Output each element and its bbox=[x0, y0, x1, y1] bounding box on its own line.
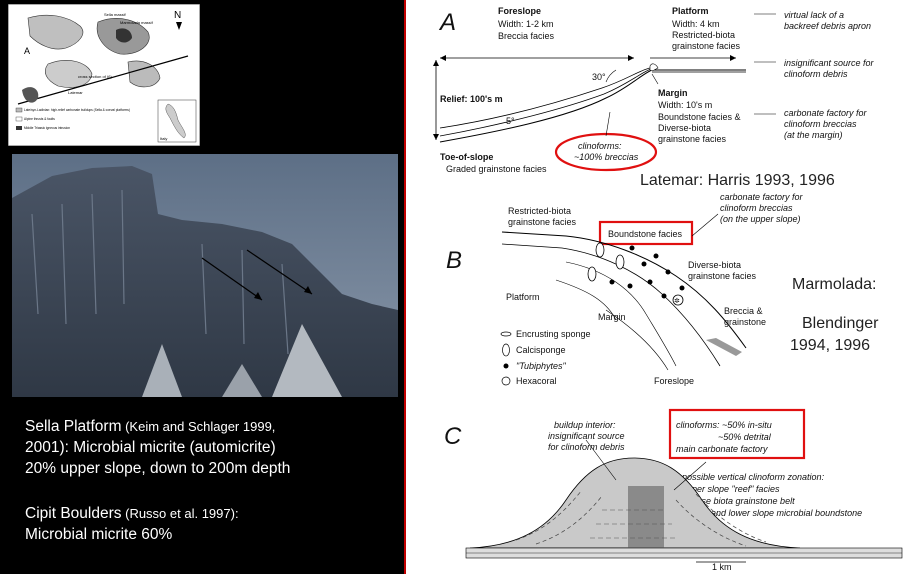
panel-a-margin-facies1: Boundstone facies & bbox=[658, 112, 741, 122]
panel-c-interior1: buildup interior: bbox=[554, 420, 616, 430]
panel-a-foreslope-width: Width: 1-2 km bbox=[498, 19, 554, 29]
location-map: A N Sella massif Marmolada massif Latema… bbox=[7, 3, 201, 147]
panel-c-zonation2: upper slope "reef" facies bbox=[682, 484, 780, 494]
clinoforms-highlight-box bbox=[668, 408, 806, 460]
map-panel-label: A bbox=[24, 46, 30, 56]
panel-b-breccia1: Breccia & bbox=[724, 306, 763, 316]
map-italy-label: Italy bbox=[160, 136, 167, 141]
panel-c-clinoforms1: clinoforms: ~50% in-situ bbox=[676, 420, 772, 430]
panel-a-reference: Latemar: Harris 1993, 1996 bbox=[640, 172, 835, 189]
panel-a-platform-width: Width: 4 km bbox=[672, 19, 720, 29]
map-legend-2: Alpine thrusts & faults bbox=[24, 117, 55, 121]
panel-b-legend-2: Calcisponge bbox=[516, 345, 566, 355]
panel-b-factory1: carbonate factory for bbox=[720, 192, 804, 202]
boundstone-highlight-box bbox=[598, 220, 694, 246]
panel-b-reference-1: Marmolada: bbox=[792, 276, 876, 293]
panel-c-zonation1: possible vertical clinoform zonation: bbox=[681, 472, 825, 482]
panel-c-letter: C bbox=[444, 423, 462, 450]
map-legend-3: Middle Triassic igneous intrusion bbox=[24, 126, 70, 130]
panel-a-foreslope: Foreslope bbox=[498, 6, 541, 16]
panel-a-note3b: clinoform breccias bbox=[784, 119, 857, 129]
panel-a-toe-facies: Graded grainstone facies bbox=[446, 164, 547, 174]
panel-b-factory3: (on the upper slope) bbox=[720, 214, 801, 224]
panel-c-scale: 1 km bbox=[712, 562, 732, 572]
panel-b-legend-1: Encrusting sponge bbox=[516, 329, 591, 339]
map-north-label: N bbox=[174, 10, 181, 21]
panel-a-note2a: insignificant source for bbox=[784, 58, 875, 68]
panel-c-interior2: insignificant source bbox=[548, 431, 625, 441]
caption-sella-line3: 20% upper slope, down to 200m depth bbox=[25, 460, 291, 477]
panel-c-zonation3: diverse biota grainstone belt bbox=[682, 496, 795, 506]
panel-b-boundstone: Boundstone facies bbox=[608, 229, 683, 239]
clinoform-highlight-ellipse bbox=[554, 132, 658, 172]
panel-a-margin-facies2: Diverse-biota bbox=[658, 123, 711, 133]
svg-text:✲: ✲ bbox=[674, 297, 680, 305]
panel-b-breccia2: grainstone bbox=[724, 317, 766, 327]
calcisponge-icon bbox=[502, 343, 510, 357]
panel-a-margin-facies3: grainstone facies bbox=[658, 134, 727, 144]
map-label-latemar: Latemar bbox=[68, 90, 83, 95]
panel-c-interior3: for clinoform debris bbox=[548, 442, 625, 452]
caption-cipit-title: Cipit Boulders bbox=[25, 505, 122, 522]
panel-b-margin: Margin bbox=[598, 312, 626, 322]
map-label-marmolada: Marmolada massif bbox=[120, 20, 154, 25]
hexacoral-icon bbox=[501, 376, 511, 386]
encrusting-sponge-icon bbox=[500, 331, 512, 337]
panel-a-relief: Relief: 100's m bbox=[440, 94, 503, 104]
panel-a-note1b: backreef debris apron bbox=[784, 21, 871, 31]
panel-divider bbox=[404, 0, 406, 574]
panel-a-toe: Toe-of-slope bbox=[440, 152, 493, 162]
panel-a-margin: Margin bbox=[658, 88, 688, 98]
tubiphytes-icon bbox=[503, 363, 509, 369]
map-legend-1: Late/syn-Ladinian: high-relief carbonate… bbox=[24, 108, 130, 112]
panel-b-foreslope: Foreslope bbox=[654, 376, 694, 386]
map-section-label: cross section of (6) bbox=[78, 74, 112, 79]
panel-c-clinoforms2: ~50% detrital bbox=[718, 432, 772, 442]
panel-c-clinoforms3: main carbonate factory bbox=[676, 444, 768, 454]
panel-b-letter: B bbox=[446, 247, 462, 274]
panel-a-platform-facies2: grainstone facies bbox=[672, 41, 741, 51]
panel-a-note3c: (at the margin) bbox=[784, 130, 843, 140]
north-arrow-icon bbox=[176, 22, 182, 30]
caption-sella-title: Sella Platform bbox=[25, 418, 122, 435]
panel-a-angle-bottom: 5° bbox=[506, 116, 515, 126]
panel-b-diverse2: grainstone facies bbox=[688, 271, 757, 281]
panel-a-letter: A bbox=[438, 9, 456, 36]
mountain-photo bbox=[12, 154, 398, 397]
panel-b-legend-4: Hexacoral bbox=[516, 376, 557, 386]
map-label-sella: Sella massif bbox=[104, 12, 126, 17]
panel-b-reference-3: 1994, 1996 bbox=[790, 337, 870, 354]
panel-b-reference-2: Blendinger bbox=[802, 315, 879, 332]
panel-b-factory2: clinoform breccias bbox=[720, 203, 793, 213]
caption-sella-line2: 2001): Microbial micrite (automicrite) bbox=[25, 439, 276, 456]
panel-a-note2b: clinoform debris bbox=[784, 69, 848, 79]
panel-a-foreslope-facies: Breccia facies bbox=[498, 31, 555, 41]
panel-c-zonation4: middle and lower slope microbial boundst… bbox=[682, 508, 862, 518]
panel-a-clinoforms2: ~100% breccias bbox=[574, 152, 639, 162]
panel-a-note3a: carbonate factory for bbox=[784, 108, 868, 118]
panel-b-restricted1: Restricted-biota bbox=[508, 206, 571, 216]
caption-sella-ref: (Keim and Schlager 1999, bbox=[121, 419, 276, 434]
panel-b-restricted2: grainstone facies bbox=[508, 217, 577, 227]
panel-a-clinoforms1: clinoforms: bbox=[578, 141, 622, 151]
panel-a-margin-width: Width: 10's m bbox=[658, 100, 712, 110]
panel-a-platform: Platform bbox=[672, 6, 709, 16]
panel-b-legend-3: "Tubiphytes" bbox=[516, 361, 567, 371]
caption-cipit-line2: Microbial micrite 60% bbox=[25, 526, 173, 543]
caption-sella: Sella Platform (Keim and Schlager 1999, … bbox=[25, 416, 290, 479]
caption-cipit-ref: (Russo et al. 1997): bbox=[121, 506, 239, 521]
panel-b-diverse1: Diverse-biota bbox=[688, 260, 741, 270]
panel-a-note1a: virtual lack of a bbox=[784, 10, 844, 20]
caption-cipit: Cipit Boulders (Russo et al. 1997): Micr… bbox=[25, 503, 239, 545]
panel-b-platform: Platform bbox=[506, 292, 540, 302]
panel-a-angle-top: 30° bbox=[592, 72, 606, 82]
left-panel: A N Sella massif Marmolada massif Latema… bbox=[0, 0, 404, 574]
right-panel: A Foreslope Width: 1-2 km Breccia facies… bbox=[406, 0, 909, 574]
panel-a-platform-facies1: Restricted-biota bbox=[672, 30, 735, 40]
